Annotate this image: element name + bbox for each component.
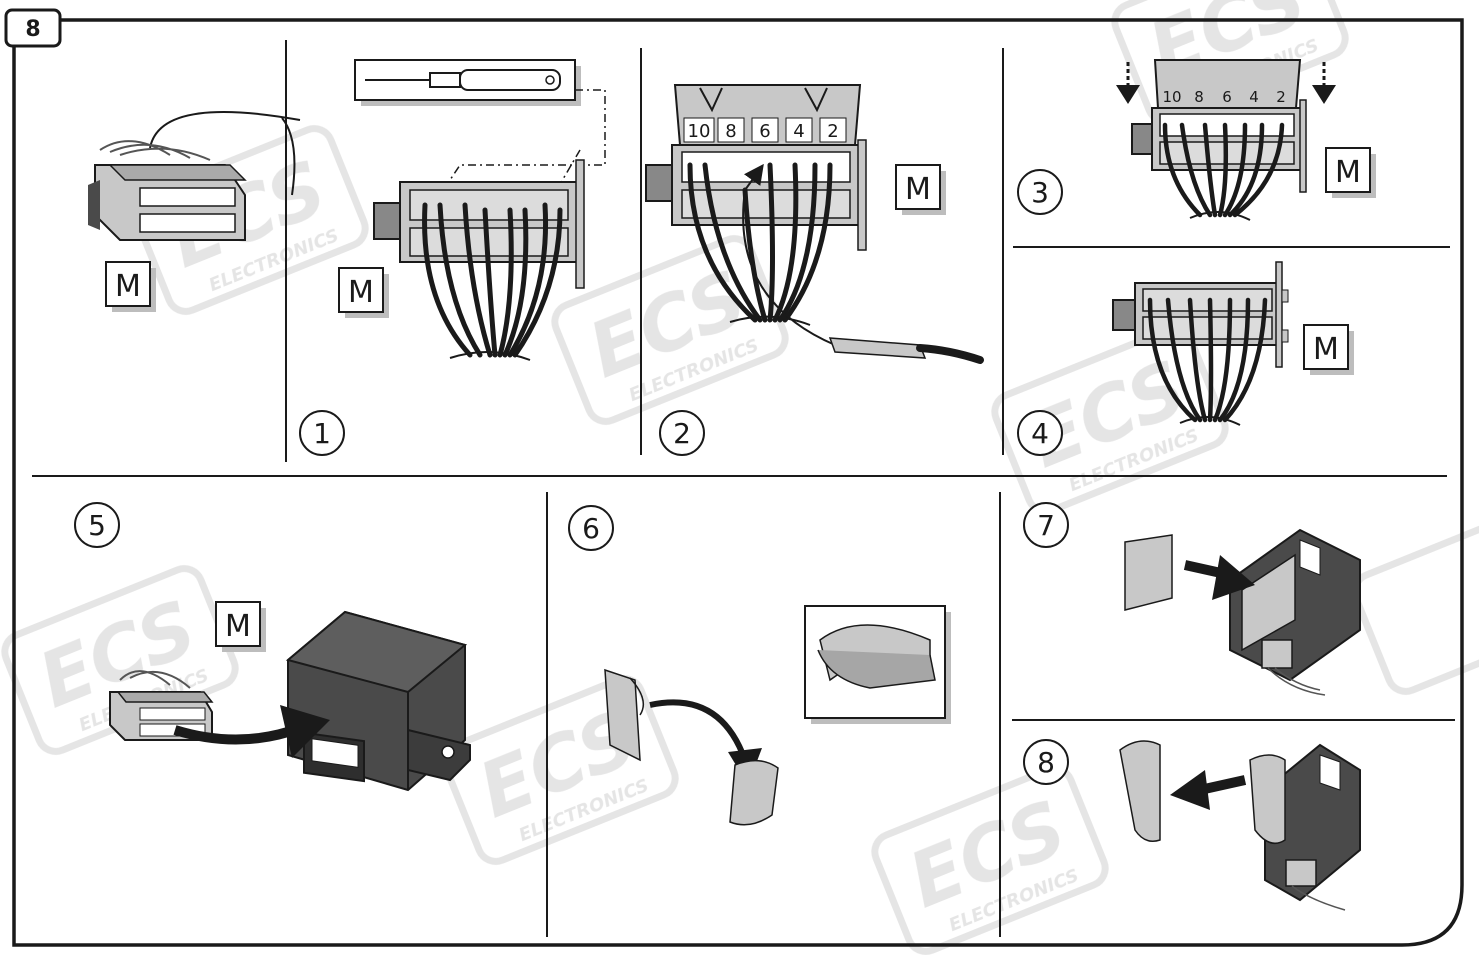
wire-bundle	[1162, 122, 1285, 218]
watermark-logo: ECS ELECTRONICS	[871, 765, 1109, 955]
connector-label: M	[1335, 155, 1361, 190]
page-number: 8	[25, 17, 40, 42]
panel-step-1: M	[338, 59, 606, 361]
connector-label: M	[1313, 332, 1339, 367]
step-marker-2: 2	[659, 410, 705, 456]
connector-label: M	[905, 172, 931, 207]
connector-label-box: M	[895, 164, 946, 215]
connector-label-box: M	[1325, 147, 1376, 198]
pin-number: 6	[759, 121, 770, 142]
step-marker-6: 6	[568, 505, 614, 551]
step-marker-3: 3	[1017, 169, 1063, 215]
connector-label-box: M	[215, 601, 266, 652]
connector-label: M	[348, 275, 374, 310]
outer-frame	[12, 18, 1464, 947]
step-number: 1	[313, 417, 331, 450]
insert-arrow	[173, 705, 330, 758]
pin-number: 8	[1194, 88, 1204, 106]
pin-number: 2	[1276, 88, 1286, 106]
step-marker-4: 4	[1017, 410, 1063, 456]
connector-label: M	[115, 269, 141, 304]
step-marker-8: 8	[1023, 739, 1069, 785]
step-markers: 1 2 3 4 5 6 7 8	[74, 169, 1069, 785]
pin-number: 6	[1222, 88, 1232, 106]
pin-number: 8	[725, 121, 736, 142]
panel-step-7	[1124, 528, 1361, 696]
wire-bundle	[422, 202, 563, 358]
pin-number: 2	[827, 121, 838, 142]
step-number: 6	[582, 512, 600, 545]
terminal-wire	[828, 337, 984, 364]
panel-step-2: 10 8 6 4 2 M	[645, 84, 984, 364]
connector-label-box: M	[338, 267, 389, 318]
page-number-tab: 8	[4, 8, 62, 48]
wire-bundle	[687, 162, 833, 323]
step-marker-1: 1	[299, 410, 345, 456]
connector-plug	[109, 670, 214, 741]
connector-label-box: M	[1303, 324, 1354, 375]
step-number: 2	[673, 417, 691, 450]
control-module	[285, 610, 471, 792]
connector-plug	[88, 140, 247, 241]
watermark-logo	[1351, 505, 1479, 695]
panel-step-5: M	[109, 601, 471, 792]
pin-number: 10	[1162, 88, 1181, 106]
step-number: 5	[88, 509, 106, 542]
press-arrow-right	[1312, 62, 1336, 104]
step-marker-5: 5	[74, 502, 120, 548]
connector-label-box: M	[105, 261, 156, 312]
pin-number: 4	[1249, 88, 1259, 106]
press-arrow-left	[1116, 62, 1140, 104]
control-module	[1249, 743, 1361, 911]
panel-step-6	[604, 605, 951, 826]
peel-backing	[604, 668, 645, 762]
pin-numbers: 10 8 6 4 2	[683, 117, 847, 143]
pin-number: 10	[688, 121, 711, 142]
panel-connector-overview: M	[88, 111, 301, 312]
step-number: 4	[1031, 417, 1049, 450]
connector-label: M	[225, 609, 251, 644]
step-number: 8	[1037, 746, 1055, 779]
release-tool-box	[354, 59, 581, 106]
control-module	[1229, 528, 1361, 696]
step-marker-7: 7	[1023, 502, 1069, 548]
grid-lines	[32, 40, 1455, 937]
panel-step-8	[1119, 740, 1361, 911]
panel-step-3: 10 8 6 4 2 M	[1116, 59, 1376, 221]
pin-number: 4	[793, 121, 804, 142]
connector-housing	[645, 84, 867, 251]
step-number: 3	[1031, 176, 1049, 209]
step-number: 7	[1037, 509, 1055, 542]
pin-numbers: 10 8 6 4 2	[1162, 88, 1285, 106]
watermark-logo: ECS ELECTRONICS	[441, 675, 679, 865]
wire-bundle	[1147, 297, 1268, 423]
panel-step-4: M	[1112, 261, 1354, 426]
connector-housing	[1112, 261, 1289, 368]
adhesive-pad-detail	[804, 605, 951, 724]
